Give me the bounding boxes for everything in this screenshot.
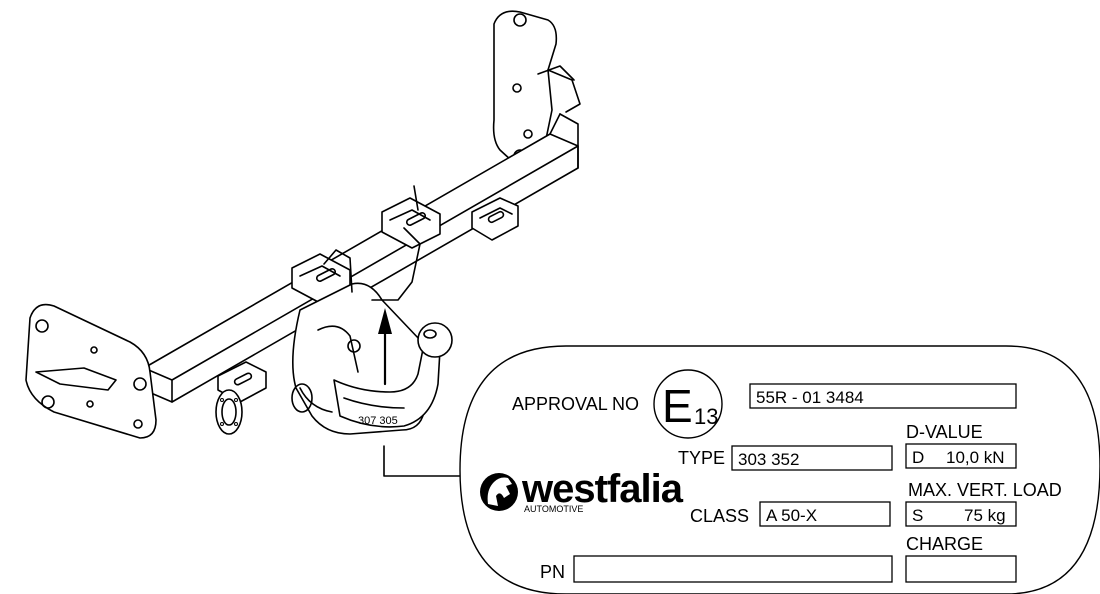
max-vert-load-prefix: S bbox=[912, 506, 923, 525]
charge-label: CHARGE bbox=[906, 534, 983, 554]
pn-label: PN bbox=[540, 562, 565, 582]
brand-tagline: AUTOMOTIVE bbox=[524, 504, 583, 514]
pn-field bbox=[573, 555, 893, 583]
max-vert-load-value: 75 kg bbox=[964, 506, 1006, 525]
identification-plate: APPROVAL NO E 13 55R - 01 3484 D-VALUE D… bbox=[459, 345, 1100, 594]
left-mounting-plate bbox=[25, 303, 157, 439]
mounting-bracket-2 bbox=[381, 185, 441, 249]
dvalue-prefix: D bbox=[912, 448, 924, 467]
class-field bbox=[759, 501, 891, 527]
max-vert-load-label: MAX. VERT. LOAD bbox=[908, 480, 1062, 500]
westfalia-logo: westfalia AUTOMOTIVE bbox=[480, 467, 685, 514]
dvalue-value: 10,0 kN bbox=[946, 448, 1005, 467]
right-mounting-plate bbox=[492, 10, 581, 176]
approval-mark: E 13 bbox=[653, 369, 723, 439]
install-arrow bbox=[378, 308, 392, 386]
svg-text:E: E bbox=[662, 380, 693, 432]
charge-field bbox=[905, 555, 1017, 583]
type-label: TYPE bbox=[678, 448, 725, 468]
brand-name: westfalia bbox=[521, 467, 684, 511]
class-value: A 50-X bbox=[766, 506, 817, 525]
tow-bar-drawing: 307 305 bbox=[25, 10, 581, 477]
leader-line bbox=[383, 445, 463, 477]
mounting-bracket-3 bbox=[471, 197, 519, 241]
tow-ball: 307 305 bbox=[333, 322, 453, 428]
type-value: 303 352 bbox=[738, 450, 799, 469]
approval-number: 55R - 01 3484 bbox=[756, 388, 864, 407]
class-label: CLASS bbox=[690, 506, 749, 526]
svg-text:13: 13 bbox=[694, 404, 718, 429]
approval-label: APPROVAL NO bbox=[512, 394, 639, 414]
socket-ring bbox=[215, 389, 243, 435]
max-vert-load-field bbox=[905, 501, 1017, 527]
dvalue-field bbox=[905, 443, 1017, 469]
horse-icon bbox=[480, 473, 518, 511]
hitch-part-number: 307 305 bbox=[358, 415, 398, 427]
type-field bbox=[731, 445, 893, 471]
dvalue-label: D-VALUE bbox=[906, 422, 983, 442]
approval-number-field bbox=[749, 383, 1017, 409]
